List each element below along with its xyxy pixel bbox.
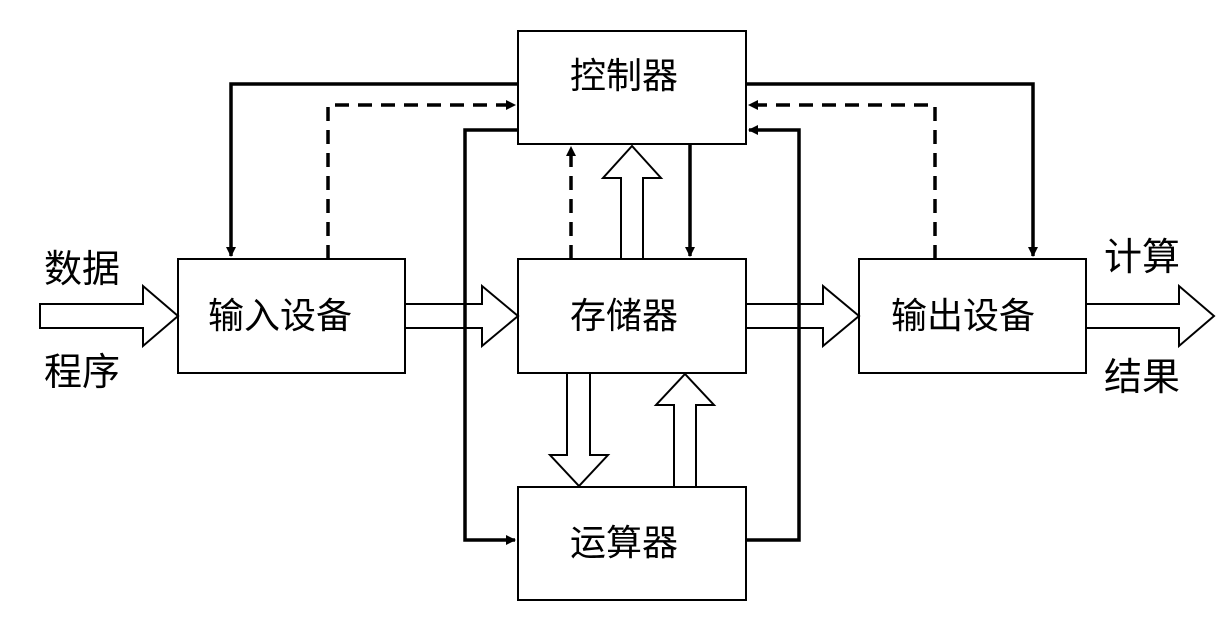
output-device-box bbox=[858, 258, 1087, 374]
memory-to-alu-arrow bbox=[547, 372, 611, 488]
output-device-label: 输出设备 bbox=[891, 296, 1035, 337]
memory-to-controller-arrow bbox=[600, 144, 664, 260]
control-line-to-input bbox=[226, 82, 518, 257]
input-feedback-dashed bbox=[326, 100, 516, 259]
input-device-box bbox=[177, 258, 406, 374]
input-data-label: 数据 bbox=[44, 247, 120, 291]
output-feedback-dashed bbox=[748, 100, 937, 259]
input-to-memory-arrow bbox=[404, 283, 520, 349]
controller-label: 控制器 bbox=[570, 56, 678, 97]
alu-to-memory-arrow bbox=[653, 372, 717, 488]
output-result-label: 结果 bbox=[1104, 355, 1180, 399]
alu-label: 运算器 bbox=[570, 523, 678, 564]
input-program-label: 程序 bbox=[44, 350, 120, 394]
control-line-to-alu bbox=[463, 128, 518, 545]
alu-feedback-line bbox=[746, 125, 801, 542]
control-line-to-output bbox=[746, 82, 1038, 257]
input-data-arrow bbox=[39, 283, 180, 349]
controller-box bbox=[517, 30, 747, 145]
memory-label: 存储器 bbox=[570, 296, 678, 337]
output-calc-label: 计算 bbox=[1104, 235, 1180, 279]
alu-box bbox=[517, 486, 747, 601]
memory-to-output-arrow bbox=[745, 283, 861, 349]
input-device-label: 输入设备 bbox=[208, 296, 352, 337]
output-result-arrow bbox=[1085, 283, 1216, 349]
